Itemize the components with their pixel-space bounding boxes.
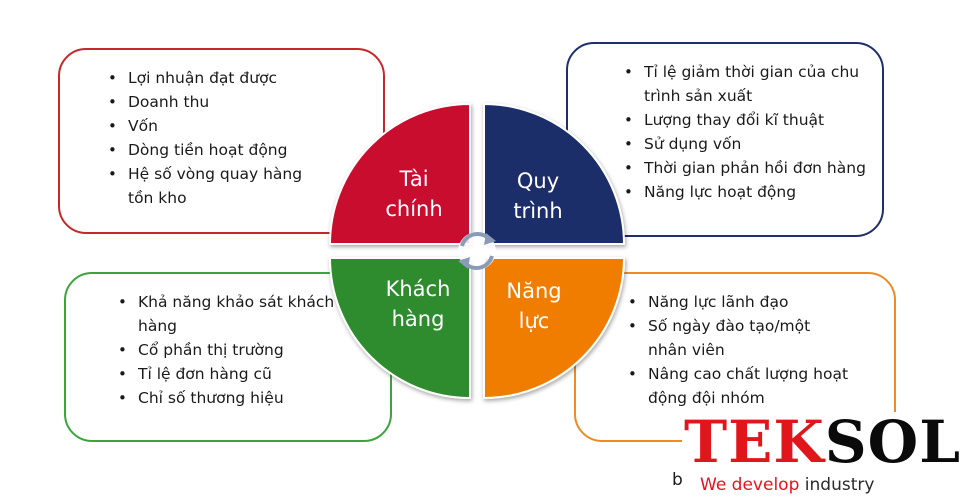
customer-box: Khả năng khảo sát khách hàng Cổ phần thị… <box>64 272 392 442</box>
quadrant-label: Năng <box>506 279 561 303</box>
text-fragment: b <box>672 470 682 490</box>
quadrant-process <box>483 102 626 245</box>
list-item: Hệ số vòng quay hàng tồn kho <box>100 162 315 210</box>
list-item: Chỉ số thương hiệu <box>110 386 340 410</box>
list-item: Cổ phần thị trường <box>110 338 340 362</box>
quadrant-label: Tài <box>398 167 428 191</box>
financial-list: Lợi nhuận đạt được Doanh thu Vốn Dòng ti… <box>100 66 315 210</box>
customer-list: Khả năng khảo sát khách hàng Cổ phần thị… <box>110 290 340 410</box>
quadrant-label: hàng <box>392 307 445 331</box>
list-item: Năng lực hoạt động <box>616 180 876 204</box>
list-item: Khả năng khảo sát khách hàng <box>110 290 340 338</box>
list-item: Lượng thay đổi kĩ thuật <box>616 108 876 132</box>
capability-list: Năng lực lãnh đạo Số ngày đào tạo/một nh… <box>620 290 854 410</box>
list-item: Dòng tiền hoạt động <box>100 138 315 162</box>
logo-part-tek: TEK <box>684 408 825 476</box>
list-item: Sử dụng vốn <box>616 132 876 156</box>
quadrant-customer <box>328 257 471 400</box>
tagline-we-develop: We develop <box>700 475 800 495</box>
quadrant-label: Quy <box>517 169 559 193</box>
process-list: Tỉ lệ giảm thời gian của chu trình sản x… <box>616 60 876 204</box>
logo-wordmark: TEKSOL <box>684 408 960 476</box>
list-item: Thời gian phản hồi đơn hàng <box>616 156 876 180</box>
quadrant-financial <box>328 102 471 245</box>
quadrant-label: Khách <box>386 277 451 301</box>
list-item: Tỉ lệ giảm thời gian của chu trình sản x… <box>616 60 876 108</box>
list-item: Doanh thu <box>100 90 315 114</box>
list-item: Vốn <box>100 114 315 138</box>
logo-part-sol: SOL <box>824 408 960 476</box>
cycle-arrows-icon <box>458 232 496 270</box>
quadrant-label: chính <box>385 197 442 221</box>
list-item: Nâng cao chất lượng hoạt động đội nhóm <box>620 362 854 410</box>
list-item: Năng lực lãnh đạo <box>620 290 854 314</box>
process-box: Tỉ lệ giảm thời gian của chu trình sản x… <box>566 42 884 237</box>
quadrant-label: lực <box>519 309 550 333</box>
quadrant-label: trình <box>513 199 562 223</box>
tagline-industry: industry <box>799 475 875 495</box>
teksol-logo: TEKSOL We develop industry <box>682 408 960 504</box>
list-item: Số ngày đào tạo/một nhân viên <box>620 314 854 362</box>
list-item: Tỉ lệ đơn hàng cũ <box>110 362 340 386</box>
financial-box: Lợi nhuận đạt được Doanh thu Vốn Dòng ti… <box>58 48 385 234</box>
list-item: Lợi nhuận đạt được <box>100 66 315 90</box>
logo-tagline: We develop industry <box>700 474 874 496</box>
quadrant-capability <box>483 257 626 400</box>
